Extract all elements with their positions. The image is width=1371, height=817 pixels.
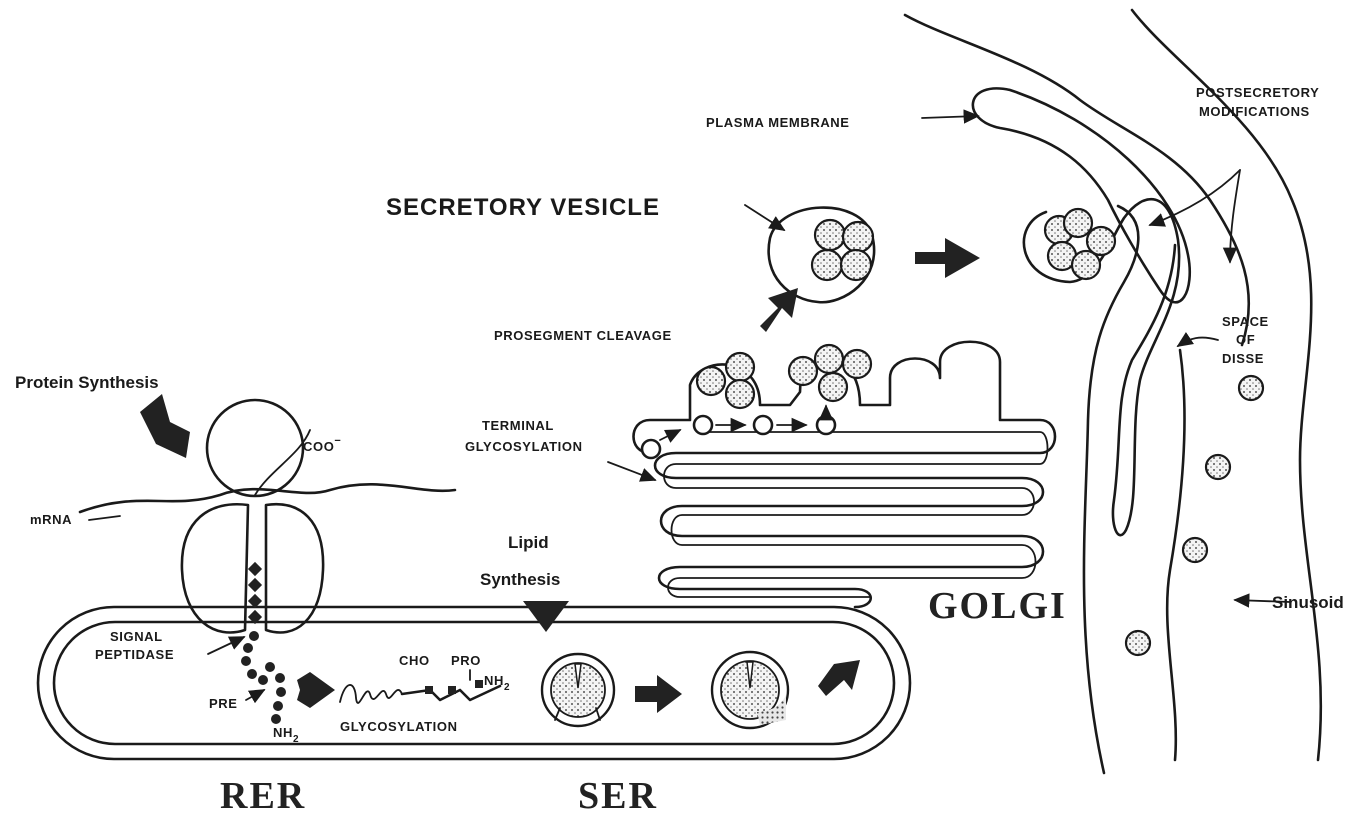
protein-synthesis-label: Protein Synthesis [15, 373, 159, 392]
signal-peptidase-label-1: SIGNAL [110, 629, 163, 644]
ribosome [80, 400, 455, 633]
lipid-synthesis-label-1: Lipid [508, 533, 549, 552]
maturing-granule-2 [712, 652, 788, 728]
space-of-disse-label-1: SPACE [1222, 314, 1269, 329]
terminal-glycosylation-label-1: TERMINAL [482, 418, 554, 433]
terminal-glycosylation-label-2: GLYCOSYLATION [465, 439, 583, 454]
pre-label: PRE [209, 696, 238, 711]
space-of-disse-label-3: DISSE [1222, 351, 1264, 366]
rer-label: RER [220, 775, 306, 817]
pro-label: PRO [451, 653, 481, 668]
golgi-label: GOLGI [928, 585, 1067, 627]
postsecretory-label-1: POSTSECRETORY [1196, 85, 1319, 100]
ser-label: SER [578, 775, 658, 817]
secretory-vesicle [769, 208, 874, 303]
glycosylated-chain [340, 670, 500, 703]
coo-label: COO− [303, 435, 341, 454]
flow-arrows [140, 238, 980, 713]
sinusoid-label: Sinusoid [1272, 593, 1344, 612]
exocytosing-granules [1045, 209, 1115, 279]
sinusoid-particles [1126, 376, 1263, 655]
plasma-membrane-label: PLASMA MEMBRANE [706, 115, 850, 130]
nh2-label: NH2 [273, 725, 299, 745]
postsecretory-label-2: MODIFICATIONS [1199, 104, 1310, 119]
glycosylation-label: GLYCOSYLATION [340, 719, 458, 734]
golgi-condensing-granules [697, 345, 871, 408]
signal-peptidase-label-2: PEPTIDASE [95, 647, 174, 662]
space-of-disse-label-2: OF [1236, 332, 1255, 347]
prosegment-cleavage-label: PROSEGMENT CLEAVAGE [494, 328, 672, 343]
cho-label: CHO [399, 653, 430, 668]
lipid-synthesis-label-2: Synthesis [480, 570, 560, 589]
mrna-label: mRNA [30, 512, 72, 527]
secretory-vesicle-label: SECRETORY VESICLE [386, 194, 660, 221]
nh2-b-label: NH2 [484, 673, 510, 693]
maturing-granule-1 [542, 654, 614, 726]
